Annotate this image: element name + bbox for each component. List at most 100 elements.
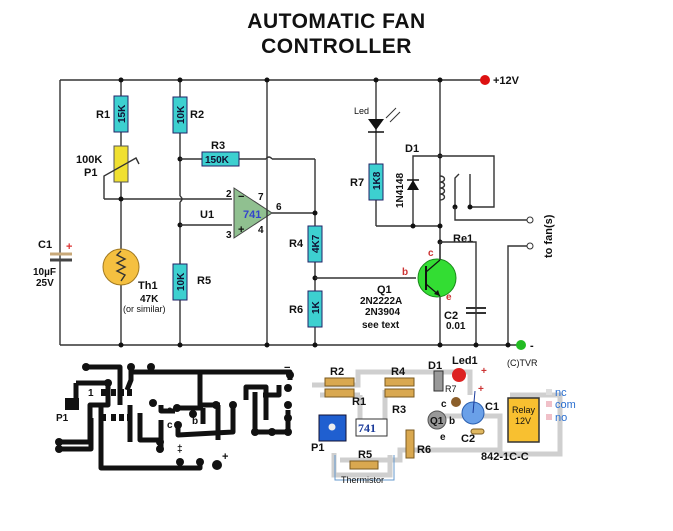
layout-r2[interactable]: [324, 377, 355, 387]
led-symbol[interactable]: [368, 119, 384, 130]
pcb-plus: +: [222, 451, 228, 463]
pcb-b: b: [192, 416, 198, 427]
c1-value: 10µF: [33, 267, 56, 278]
layout-r2-label: R2: [330, 366, 344, 378]
pcb-diode-mark: ‡: [177, 444, 183, 455]
layout-r3[interactable]: [384, 388, 415, 398]
r5-label: R5: [197, 275, 211, 287]
re1-label: Re1: [453, 233, 473, 245]
p1-wiper: [103, 157, 140, 199]
layout-q1-label: Q1: [430, 416, 444, 427]
layout-r7-label: R7: [445, 384, 457, 394]
plus12-terminal[interactable]: [480, 75, 490, 85]
r6[interactable]: [307, 290, 323, 328]
relay-contact: [454, 173, 460, 207]
r4[interactable]: [307, 225, 323, 263]
u1-pin7: 7: [258, 192, 264, 203]
pcb-p1-pad: [65, 398, 79, 410]
q1-note: see text: [362, 320, 400, 331]
schematic: +12V - C1 + 10µF 25V 15K R1 100K P1 Th1 …: [33, 75, 555, 368]
layout-c2-label: C2: [461, 433, 475, 445]
layout-relay[interactable]: [507, 397, 540, 443]
layout-p1-label: P1: [311, 442, 324, 454]
layout-d1-label: D1: [428, 360, 442, 372]
layout-q1-b: b: [449, 416, 455, 427]
r3[interactable]: [201, 151, 240, 167]
layout-ic-part: 741: [358, 421, 376, 435]
d1-symbol[interactable]: [407, 180, 419, 190]
pcb-traces: 1 P1 e b c ‡ + −: [55, 362, 294, 471]
u1-opamp[interactable]: [233, 187, 273, 239]
ground-terminal[interactable]: [516, 340, 526, 350]
relay-coil[interactable]: [439, 175, 446, 201]
u1-pin4: 4: [258, 225, 264, 236]
r5[interactable]: [172, 263, 188, 301]
th1-label: Th1: [138, 280, 158, 292]
r5-value: 10K: [176, 272, 187, 291]
u1-pin2: 2: [226, 189, 232, 200]
q1-transistor[interactable]: [417, 258, 457, 298]
r2-label: R2: [190, 109, 204, 121]
r7-label: R7: [350, 177, 364, 189]
q1-part2: 2N3904: [365, 307, 400, 318]
layout-r6-label: R6: [417, 444, 431, 456]
layout-q1[interactable]: [427, 410, 447, 430]
layout-r1[interactable]: [324, 388, 355, 398]
title-line-2: CONTROLLER: [261, 35, 412, 58]
relay-com: com: [555, 399, 576, 411]
r7-value: 1K8: [372, 171, 383, 190]
q1-c: c: [428, 248, 434, 259]
th1[interactable]: [102, 248, 140, 286]
r4-value: 4K7: [311, 234, 322, 253]
r7[interactable]: [368, 163, 384, 201]
c2-value: 0.01: [446, 321, 466, 332]
layout-c2[interactable]: [470, 428, 485, 435]
copyright: (C)TVR: [507, 358, 538, 368]
p1-knob[interactable]: [328, 423, 336, 431]
layout-r4[interactable]: [384, 377, 415, 387]
relay-nc: nc: [555, 387, 567, 399]
c2-label: C2: [444, 310, 458, 322]
c1-label: C1: [38, 239, 52, 251]
layout-r7[interactable]: [451, 397, 461, 407]
layout-d1[interactable]: [433, 370, 444, 392]
r2-value: 10K: [176, 105, 187, 124]
layout-c1-plus: +: [478, 384, 484, 395]
relay-part: 842-1C-C: [481, 451, 529, 463]
led-label: Led: [354, 106, 369, 116]
th1-value: 47K: [140, 294, 159, 305]
component-layout: R2 R1 R4 R3 P1 741 R5 Thermistor D1 Led1…: [311, 355, 576, 485]
layout-led1[interactable]: [452, 368, 466, 382]
layout-ic[interactable]: [355, 418, 388, 437]
r3-label: R3: [211, 140, 225, 152]
u1-pin3: 3: [226, 230, 232, 241]
r4-label: R4: [289, 238, 304, 250]
r1-value: 15K: [117, 104, 128, 123]
q1-part1: 2N2222A: [360, 296, 402, 307]
r2[interactable]: [172, 96, 188, 134]
layout-led-plus: +: [481, 366, 487, 377]
layout-r5[interactable]: [349, 460, 379, 470]
layout-q1-e: e: [440, 432, 446, 443]
q1-e: e: [446, 292, 452, 303]
u1-pin6: 6: [276, 202, 282, 213]
ground-label: -: [530, 340, 534, 352]
p1-value: 100K: [76, 154, 102, 166]
p1[interactable]: [113, 145, 129, 183]
layout-thermistor-label: Thermistor: [341, 475, 384, 485]
c1-voltage: 25V: [36, 278, 54, 289]
fan-label: to fan(s): [543, 214, 555, 258]
r6-value: 1K: [311, 300, 322, 314]
d1-label: D1: [405, 143, 419, 155]
r1[interactable]: [113, 95, 129, 133]
d1-part: 1N4148: [395, 173, 406, 208]
layout-r6[interactable]: [405, 429, 415, 459]
layout-c1-label: C1: [485, 401, 499, 413]
q1-label: Q1: [377, 284, 392, 296]
th1-note: (or similar): [123, 304, 166, 314]
layout-led1-label: Led1: [452, 355, 478, 367]
r1-label: R1: [96, 109, 110, 121]
layout-r3-label: R3: [392, 404, 406, 416]
th1-zigzag: [115, 250, 127, 282]
pcb-minus: −: [284, 362, 290, 374]
